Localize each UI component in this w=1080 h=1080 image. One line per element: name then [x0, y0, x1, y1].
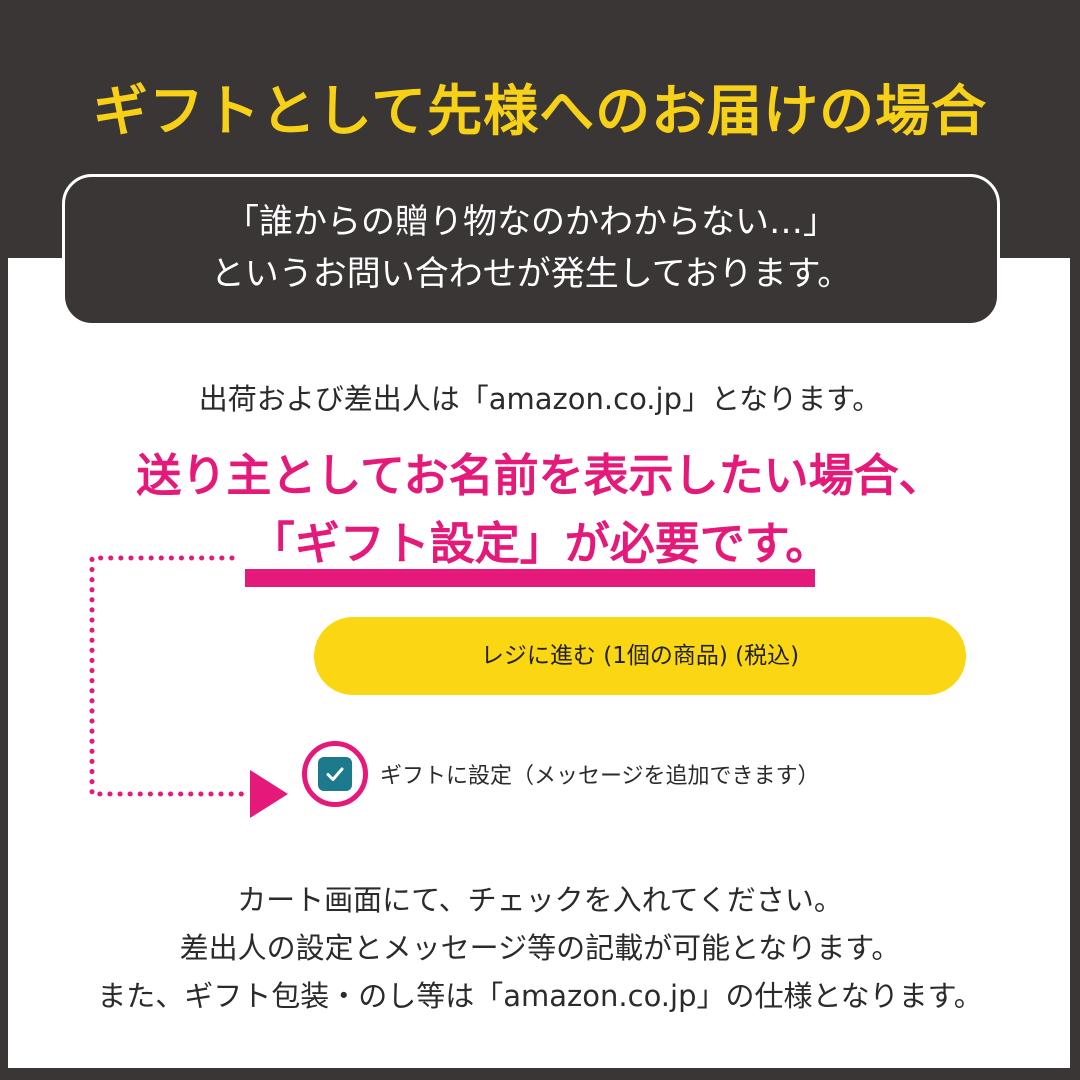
gift-option[interactable]: ギフトに設定（メッセージを追加できます） — [302, 738, 820, 810]
emphasis-line-2: 「ギフト設定」が必要です。 — [249, 517, 831, 570]
shipping-note: 出荷および差出人は「amazon.co.jp」となります。 — [198, 382, 882, 416]
instructions: カート画面にて、チェックを入れてください。 差出人の設定とメッセージ等の記載が可… — [0, 876, 1080, 1020]
checkbox-highlight-ring — [302, 741, 368, 807]
notice-box: 「誰からの贈り物なのかわからない…」 というお問い合わせが発生しております。 — [62, 174, 1000, 326]
emphasis-line-1: 送り主としてお名前を表示したい場合、 — [136, 449, 944, 502]
gift-option-label: ギフトに設定（メッセージを追加できます） — [380, 764, 820, 789]
instruction-line-2: 差出人の設定とメッセージ等の記載が可能となります。 — [179, 931, 901, 965]
gift-checkbox[interactable] — [318, 757, 352, 791]
checkmark-icon — [326, 767, 344, 781]
instruction-line-1: カート画面にて、チェックを入れてください。 — [237, 883, 843, 917]
emphasis-text: 送り主としてお名前を表示したい場合、 「ギフト設定」が必要です。 — [0, 442, 1080, 578]
notice-line-2: というお問い合わせが発生しております。 — [210, 254, 852, 294]
instruction-line-3: また、ギフト包装・のし等は「amazon.co.jp」の仕様となります。 — [97, 979, 983, 1013]
page-title: ギフトとして先様へのお届けの場合 — [92, 79, 988, 143]
notice-line-1: 「誰からの贈り物なのかわからない…」 — [225, 202, 837, 242]
checkout-button[interactable]: レジに進む (1個の商品) (税込) — [314, 617, 966, 695]
emphasis-underline — [245, 569, 815, 587]
